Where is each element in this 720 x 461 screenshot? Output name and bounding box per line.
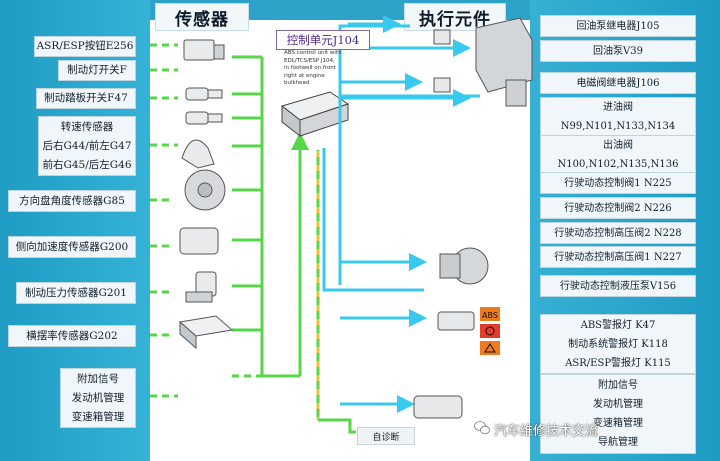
actuator-box-n227: 行驶动态控制高压阀1 N227 (540, 246, 696, 268)
sensor-label: 前右G45/后左G46 (42, 158, 132, 171)
sensor-box-f: 制动灯开关F (58, 60, 136, 81)
actuator-label: 回油泵继电器J105 (576, 20, 660, 32)
control-unit-desc-line: bulkhead (284, 80, 310, 86)
actuator-box-n225: 行驶动态控制阀1 N225 (540, 172, 696, 194)
sensor-label: 制动灯开关F (67, 64, 127, 76)
actuator-box-outlet: 出油阀 N100,N102,N135,N136 (540, 135, 696, 175)
actuator-label: 变速箱管理 (593, 418, 643, 429)
sensor-box-speed: 转速传感器 后右G44/前左G47 前右G45/后左G46 (38, 116, 136, 176)
sensor-label: ASR/ESP按钮E256 (36, 40, 134, 52)
actuator-label: ASR/ESP警报灯 K115 (565, 357, 671, 369)
actuator-box-warning-lamps: ABS警报灯 K47 制动系统警报灯 K118 ASR/ESP警报灯 K115 (540, 314, 696, 374)
actuator-label: 电磁阀继电器J106 (576, 77, 660, 89)
sensor-label: 转速传感器 (60, 120, 114, 133)
actuator-box-v156: 行驶动态控制液压泵V156 (540, 275, 696, 297)
actuator-label: 导航管理 (598, 437, 638, 448)
actuator-label: 进油阀 (603, 102, 633, 113)
control-unit-desc-line: EDL/TCS/ESP J104, (284, 57, 335, 64)
actuator-label: N99,N101,N133,N134 (560, 121, 676, 132)
sensor-label: 制动踏板开关F47 (44, 92, 128, 104)
actuator-box-n228: 行驶动态控制高压阀2 N228 (540, 222, 696, 244)
sensor-box-extra: 附加信号 发动机管理 变速箱管理 (60, 368, 136, 428)
actuator-label: 附加信号 (598, 380, 638, 391)
actuator-label: 出油阀 (603, 140, 633, 151)
actuator-label: 行驶动态控制阀1 N225 (564, 177, 672, 189)
sensor-box-f47: 制动踏板开关F47 (36, 88, 136, 109)
sensor-box-g202: 横摆率传感器G202 (8, 325, 136, 347)
watermark-text: 汽车维修技术交流 (494, 424, 599, 439)
actuator-component-sketches (413, 17, 533, 419)
sensor-label: 方向盘角度传感器G85 (19, 194, 125, 207)
sensor-label: 变速箱管理 (71, 410, 125, 423)
sensor-label: 横摆率传感器G202 (26, 329, 118, 342)
svg-text:ABS: ABS (482, 311, 498, 320)
sensor-label: 发动机管理 (71, 391, 125, 404)
actuator-label: ABS警报灯 K47 (580, 319, 656, 331)
sensor-box-g85: 方向盘角度传感器G85 (8, 190, 136, 212)
control-unit-desc-line: in footwell on front (284, 65, 336, 71)
actuator-label: 行驶动态控制阀2 N226 (564, 202, 672, 214)
control-unit-description: ABS control unit with EDL/TCS/ESP J104, … (284, 50, 354, 88)
control-unit-desc-line: ABS control unit with (284, 50, 342, 56)
actuator-label: 制动系统警报灯 K118 (568, 338, 668, 350)
actuator-box-n226: 行驶动态控制阀2 N226 (540, 197, 696, 219)
actuator-label: 行驶动态控制液压泵V156 (559, 280, 677, 292)
wechat-icon (474, 421, 490, 435)
actuator-label: 行驶动态控制高压阀1 N227 (554, 251, 682, 263)
actuator-box-j105: 回油泵继电器J105 (540, 15, 696, 37)
self-diagnosis-box: 自诊断 (357, 427, 415, 445)
sensor-box-g200: 侧向加速度传感器G200 (8, 236, 136, 258)
warning-lamp-icons: ABS (480, 307, 500, 355)
actuator-label: 回油泵V39 (593, 45, 643, 57)
sensor-box-e256: ASR/ESP按钮E256 (34, 36, 136, 57)
actuator-label: 发动机管理 (593, 399, 643, 410)
actuator-box-v39: 回油泵V39 (540, 40, 696, 62)
sensor-label: 制动压力传感器G201 (25, 286, 127, 299)
actuator-box-extra: 附加信号 发动机管理 变速箱管理 导航管理 (540, 374, 696, 454)
sensor-label: 侧向加速度传感器G200 (15, 240, 129, 253)
sensor-lines (150, 43, 309, 398)
actuator-box-inlet: 进油阀 N99,N101,N133,N134 (540, 97, 696, 137)
sensor-label: 附加信号 (77, 372, 119, 385)
sensors-title: 传感器 (155, 3, 249, 31)
actuator-box-j106: 电磁阀继电器J106 (540, 72, 696, 94)
sensor-label: 后右G44/前左G47 (42, 139, 132, 152)
actuators-title: 执行元件 (404, 3, 506, 31)
control-unit-desc-line: right at engine (284, 72, 325, 79)
sensor-box-g201: 制动压力传感器G201 (16, 282, 136, 304)
actuator-label: N100,N102,N135,N136 (557, 159, 679, 170)
control-unit-graphic (280, 91, 350, 138)
actuator-label: 行驶动态控制高压阀2 N228 (554, 227, 682, 239)
sensor-component-sketches (178, 39, 234, 350)
control-unit-title: 控制单元J104 (276, 30, 370, 50)
